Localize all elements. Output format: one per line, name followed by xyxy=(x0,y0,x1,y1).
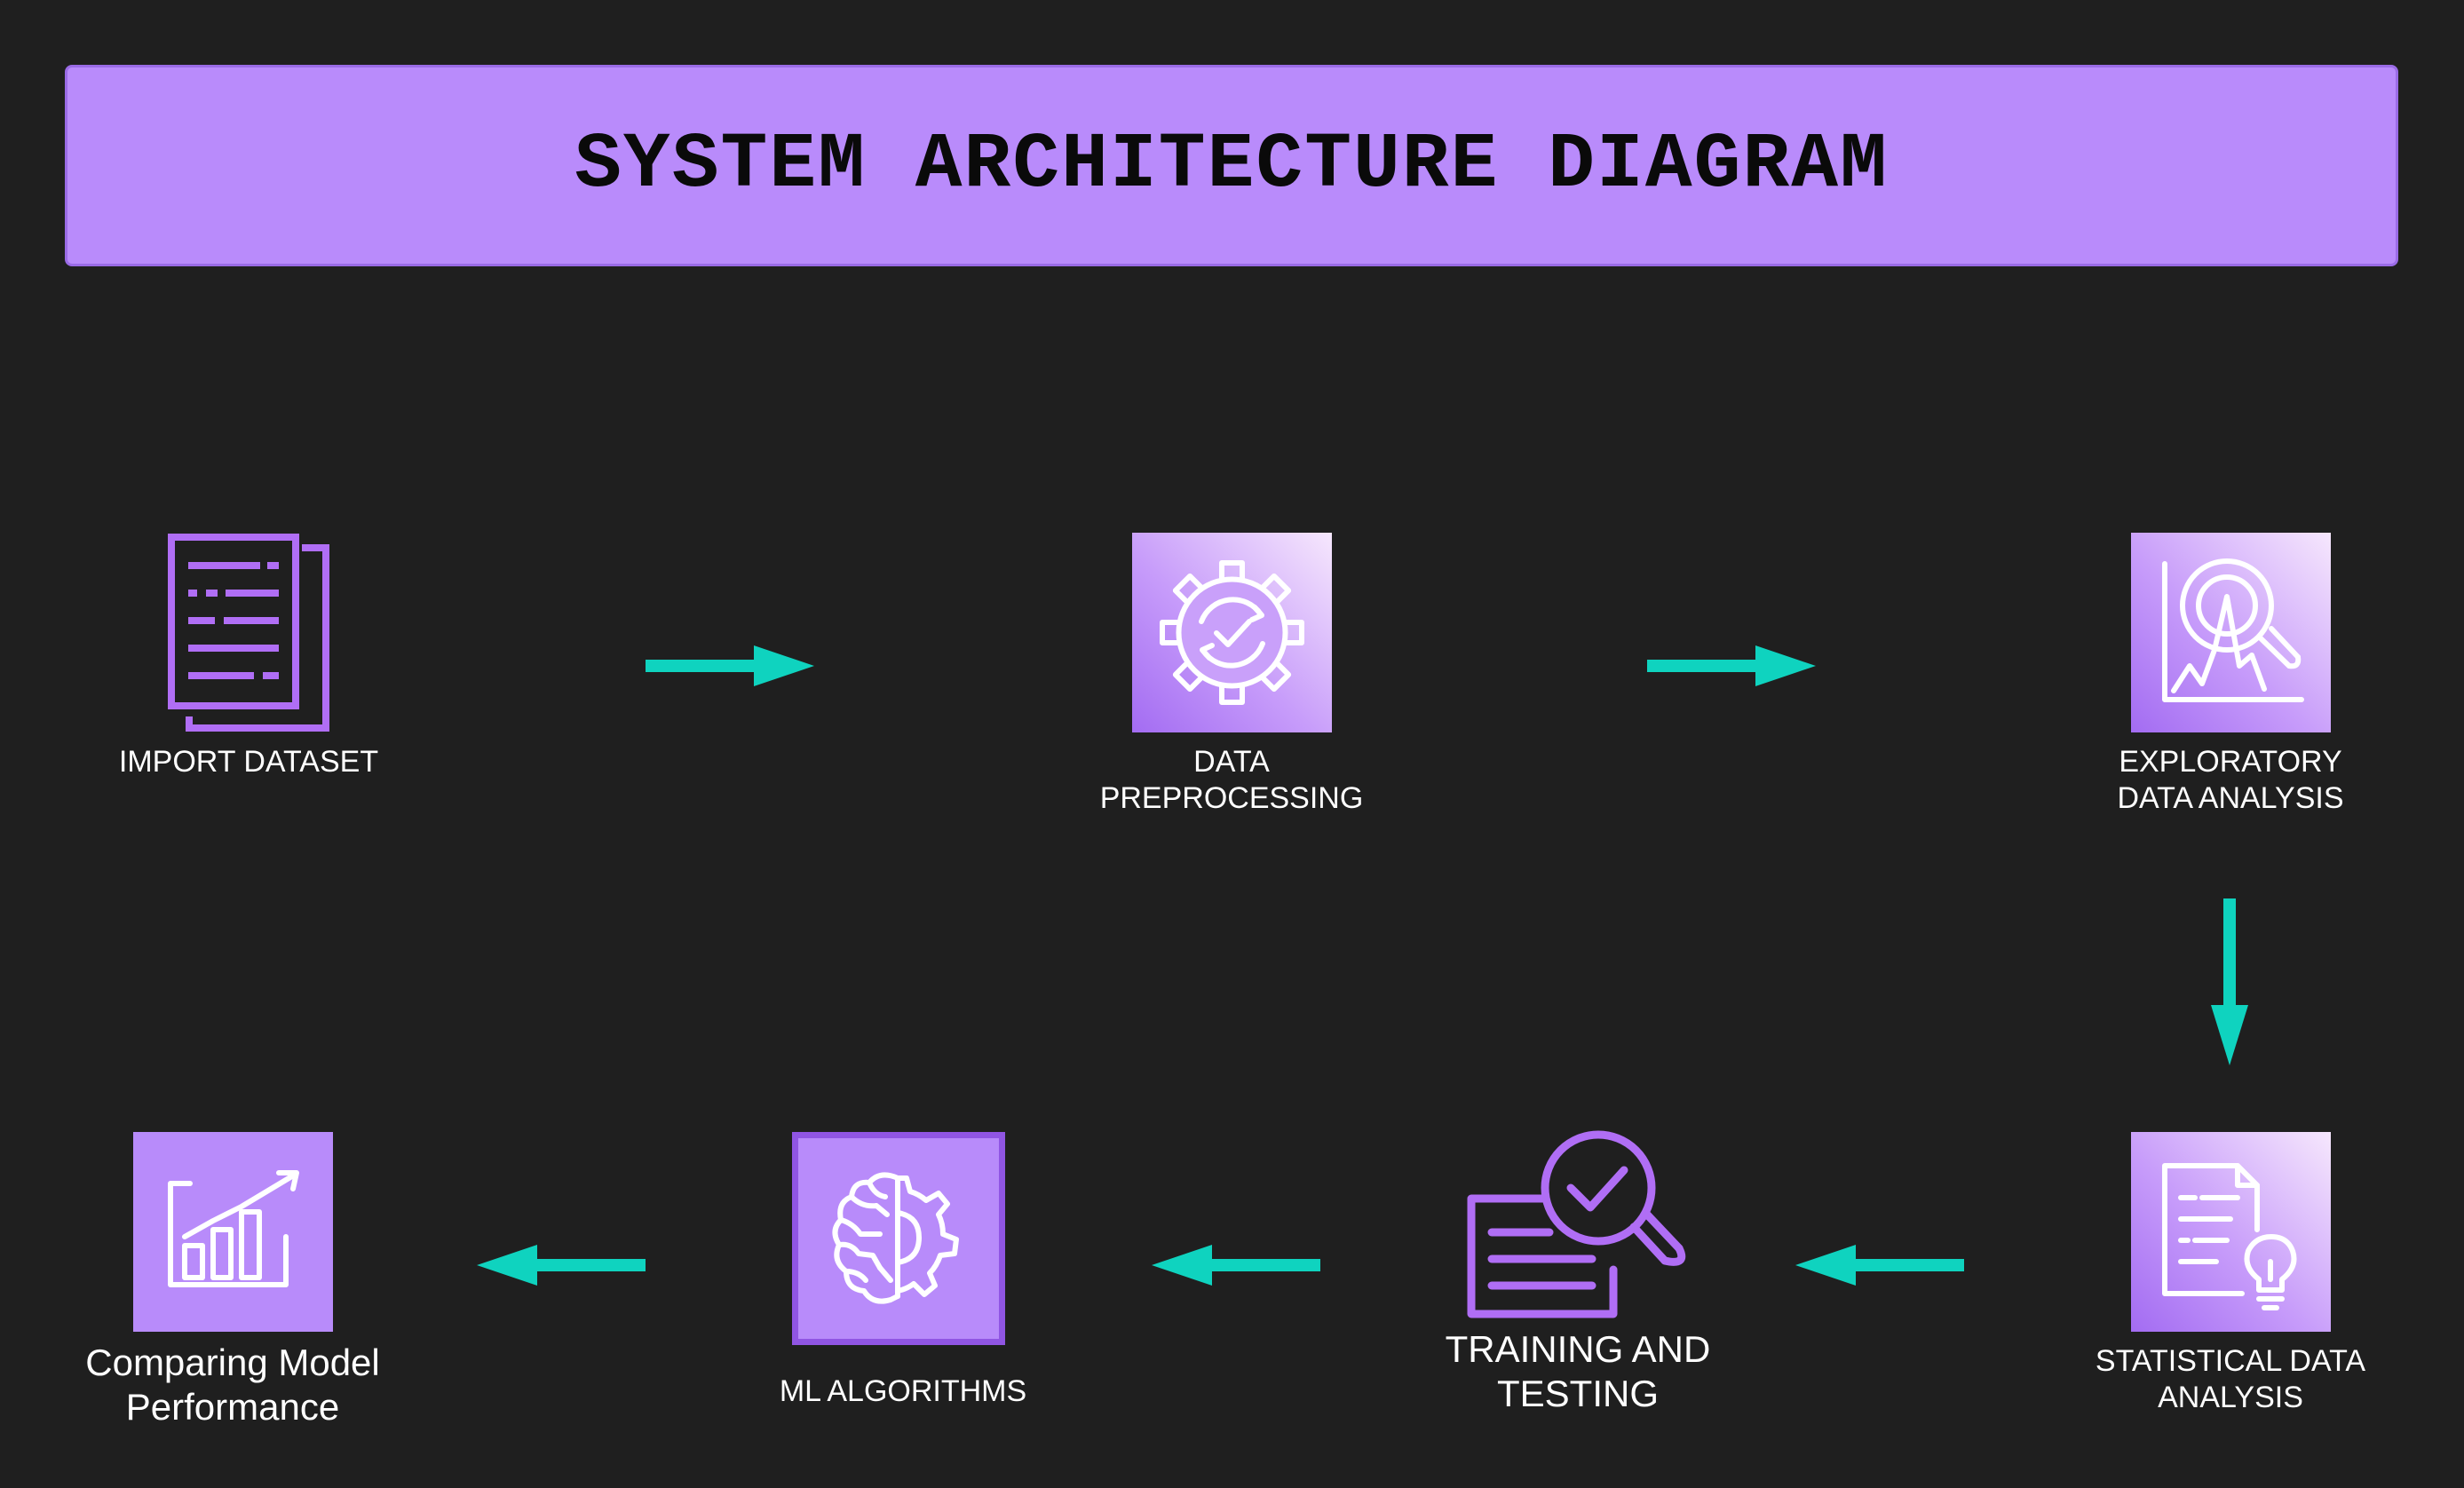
gear-check-icon xyxy=(1132,533,1332,732)
diagram-title: SYSTEM ARCHITECTURE DIAGRAM xyxy=(574,122,1889,210)
flow-arrow-left xyxy=(477,1243,646,1287)
document-list-icon xyxy=(160,528,337,737)
brain-gear-icon xyxy=(792,1132,1005,1345)
flow-arrow-left xyxy=(1795,1243,1964,1287)
bar-chart-growth-icon xyxy=(133,1132,333,1332)
node-label: STATISTICAL DATA ANALYSIS xyxy=(2095,1344,2366,1414)
flow-arrow-left xyxy=(1152,1243,1320,1287)
node-label: EXPLORATORY DATA ANALYSIS xyxy=(2117,745,2344,815)
chart-magnifier-icon xyxy=(2131,533,2331,732)
title-banner: SYSTEM ARCHITECTURE DIAGRAM xyxy=(65,65,2398,266)
node-label: Comparing Model Performance xyxy=(85,1342,380,1428)
node-label: ML ALGORITHMS xyxy=(779,1374,1027,1408)
document-search-check-icon xyxy=(1461,1128,1696,1323)
flow-arrow-down xyxy=(2207,898,2252,1065)
node-label: TRAINING AND TESTING xyxy=(1445,1328,1711,1414)
document-lightbulb-icon xyxy=(2131,1132,2331,1332)
node-label: DATA PREPROCESSING xyxy=(1099,745,1364,815)
flow-arrow-right xyxy=(1647,644,1816,688)
node-label: IMPORT DATASET xyxy=(118,745,379,779)
flow-arrow-right xyxy=(646,644,814,688)
